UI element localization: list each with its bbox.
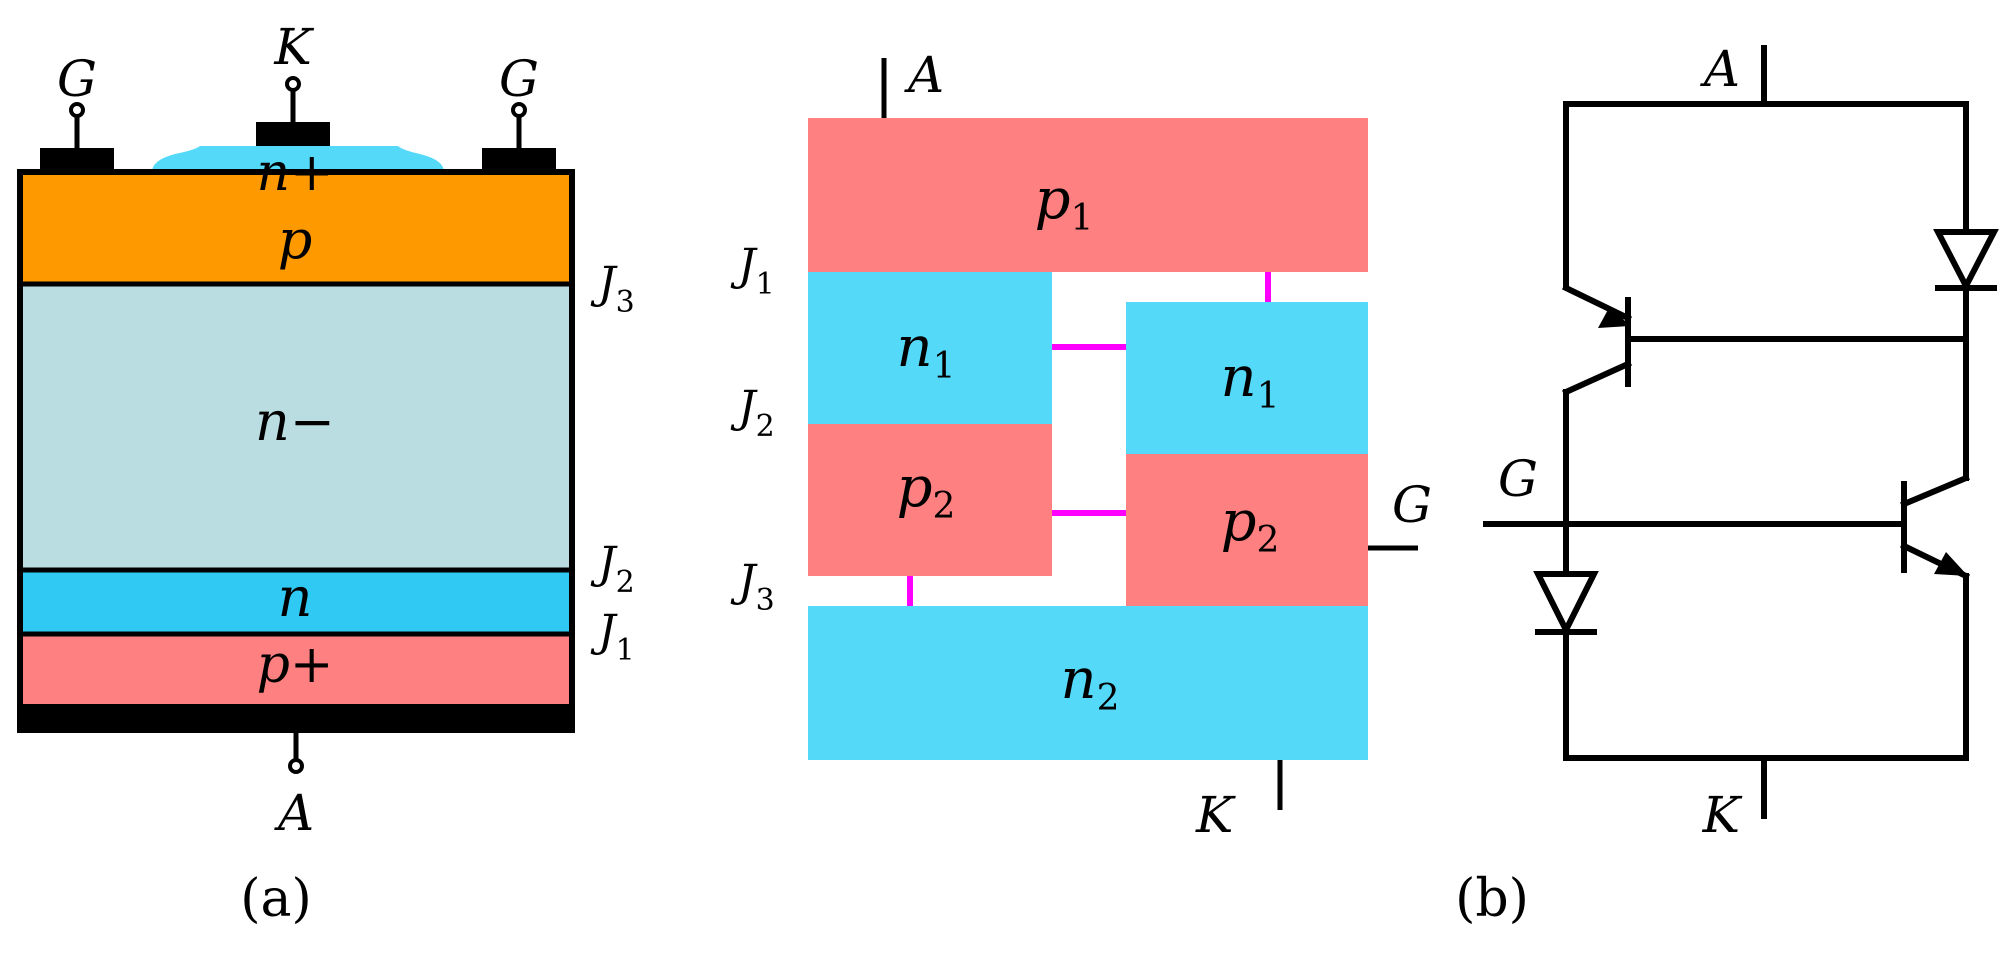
region-p1-label: p1 — [1035, 167, 1094, 239]
junction-j1-label: J1 — [590, 606, 635, 668]
layer-n-plus-label: n+ — [256, 143, 333, 203]
region-p2-right-label: p2 — [1221, 489, 1280, 561]
pnp-collector — [1562, 360, 1632, 396]
layer-n-minus-label: n− — [255, 390, 335, 453]
diode-top-icon — [1933, 229, 1999, 293]
layer-p-label: p — [278, 208, 313, 271]
region-p2-left — [808, 424, 1052, 576]
junction-j1-label-b: J1 — [730, 240, 775, 302]
pnp-arrow-icon — [1598, 306, 1630, 328]
region-n1-right — [1126, 302, 1368, 454]
bottom-rail — [1563, 573, 1969, 761]
gate-right-terminal-icon — [511, 102, 527, 118]
region-n2-label: n2 — [1061, 647, 1120, 719]
gate-left-label: G — [57, 50, 97, 108]
layer-p-plus-label: p+ — [257, 635, 334, 695]
layer-p — [20, 172, 572, 284]
caption-a: (a) — [240, 869, 312, 929]
junction-j2-label-b: J2 — [730, 382, 775, 444]
junction-j2-label: J2 — [590, 538, 635, 600]
region-p2-left-label: p2 — [897, 455, 956, 527]
region-n1-left-label: n1 — [897, 315, 956, 387]
cathode-label-c: K — [1702, 786, 1743, 844]
region-n2 — [808, 606, 1368, 760]
cathode-contact — [256, 122, 330, 146]
region-p2-right — [1126, 454, 1368, 606]
anode-contact — [20, 704, 572, 730]
gate-right-label: G — [499, 50, 539, 108]
panel-a: G K G A n+ p n− n p+ J3 J2 J1 (a) — [17, 18, 635, 929]
panel-c: A G K — [1483, 40, 1999, 844]
anode-terminal-icon — [288, 758, 304, 774]
layer-n-minus — [20, 284, 572, 570]
anode-label: A — [274, 784, 314, 842]
region-n1-left — [808, 272, 1052, 424]
junction-j3-label: J3 — [590, 258, 635, 320]
region-n1-right-label: n1 — [1221, 345, 1280, 417]
cathode-label-b: K — [1195, 786, 1236, 844]
layer-n — [20, 570, 572, 634]
junction-j3-label-b: J3 — [730, 556, 775, 618]
npn-arrow-icon — [1934, 552, 1968, 576]
gate-label-b: G — [1392, 476, 1432, 534]
panel-b: A G K p1 n1 p2 n1 p2 n2 J1 J2 J3 (b) — [730, 46, 1529, 929]
layer-n-plus — [152, 146, 444, 172]
caption-b: (b) — [1455, 869, 1529, 929]
gate-left-contact — [40, 148, 114, 172]
region-p1 — [808, 118, 1368, 272]
gate-label-c: G — [1498, 450, 1538, 508]
layer-p-plus — [20, 634, 572, 704]
npn-collector — [1900, 474, 1970, 508]
anode-label-c: A — [1700, 40, 1740, 98]
cathode-terminal-icon — [285, 76, 301, 92]
pnp-emitter — [1561, 283, 1633, 323]
cathode-label: K — [273, 18, 314, 76]
anode-label-b: A — [904, 46, 944, 104]
gate-right-contact — [482, 148, 556, 172]
top-rail — [1563, 101, 1969, 289]
gate-left-terminal-icon — [69, 102, 85, 118]
layer-n-label: n — [278, 566, 313, 629]
diode-bottom-icon — [1533, 571, 1599, 637]
